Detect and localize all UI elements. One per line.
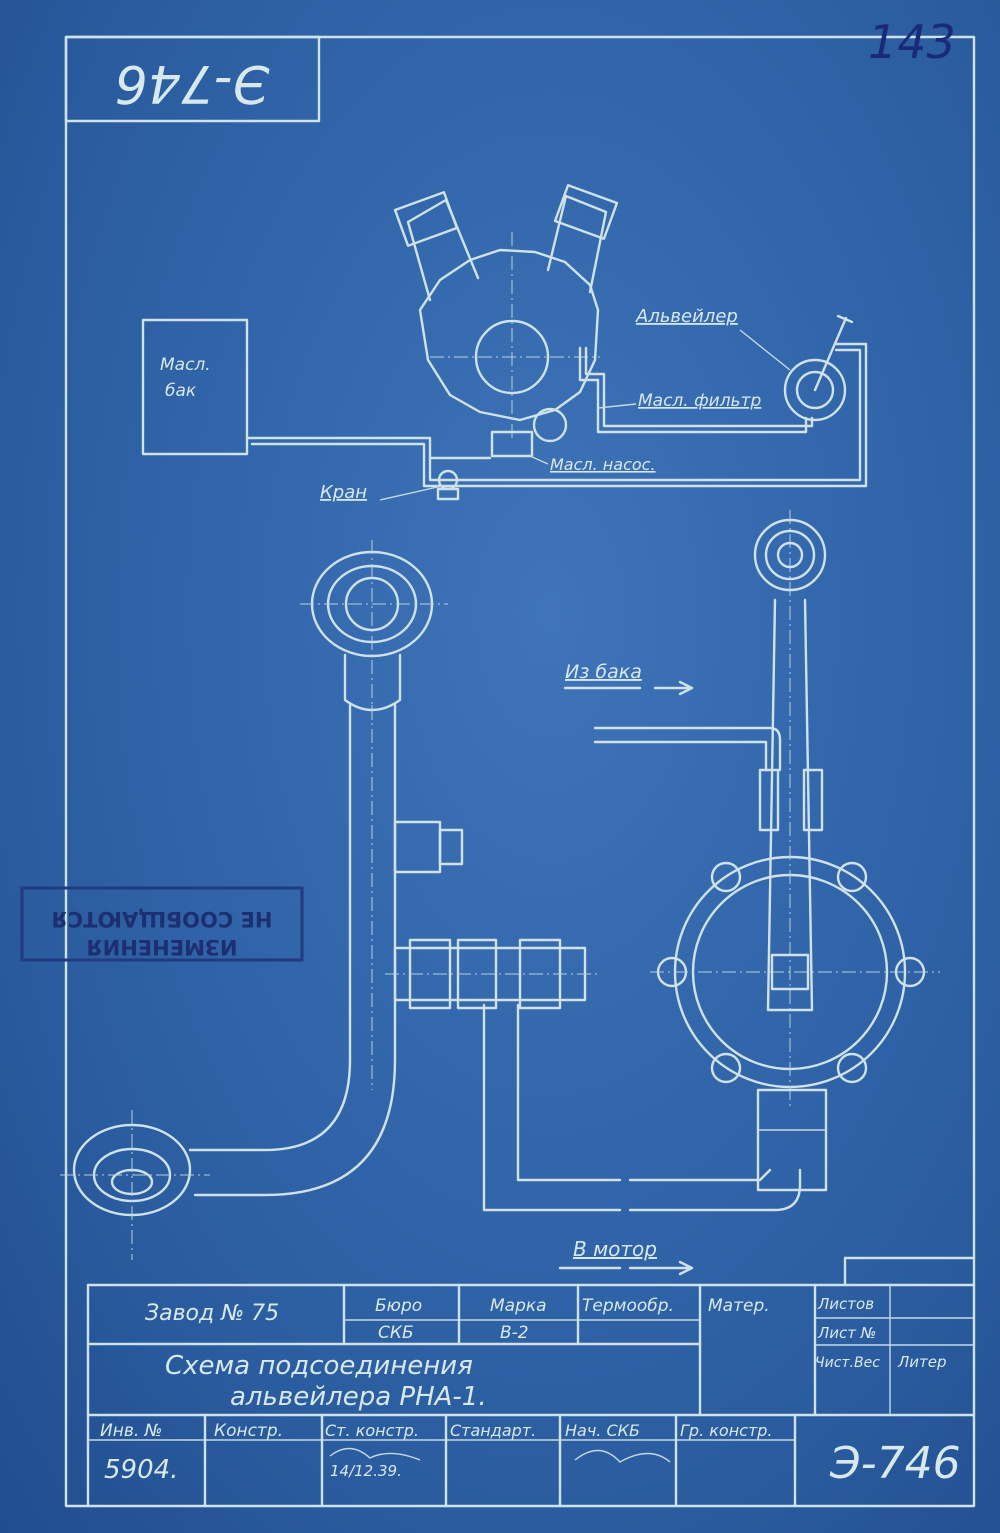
- label-to-motor: В мотор: [573, 1237, 657, 1261]
- mark-header: Марка: [490, 1296, 547, 1316]
- drawing-number-rotated: Э-746: [115, 53, 270, 113]
- bureau-header: Бюро: [375, 1296, 422, 1316]
- changes-stamp: ИЗМЕНЕНИЯ НЕ СООБЩАЮТСЯ: [20, 886, 304, 962]
- factory-label: Завод № 75: [145, 1301, 279, 1326]
- oil-lines: [245, 342, 868, 488]
- inventory-value: 5904.: [104, 1455, 178, 1485]
- long-pipe: [188, 703, 464, 1197]
- page-number: 143: [868, 15, 956, 69]
- designer-header: Констр.: [214, 1421, 283, 1441]
- group-designer-header: Гр. констр.: [680, 1421, 773, 1440]
- inventory-header: Инв. №: [100, 1421, 162, 1441]
- bureau-value: СКБ: [378, 1323, 414, 1343]
- signature-head-bureau: [574, 1449, 671, 1463]
- sheet-no-header: Лист №: [817, 1324, 876, 1342]
- inlet-pipe: [593, 726, 782, 772]
- material-header: Матер.: [708, 1296, 770, 1316]
- senior-designer-header: Ст. констр.: [325, 1421, 419, 1440]
- drawing-frame: [64, 35, 976, 1508]
- wobble-pump-large: [650, 510, 940, 1192]
- head-bureau-header: Нач. СКБ: [565, 1421, 640, 1440]
- title-line-1: Схема подсоединения: [165, 1351, 473, 1381]
- label-oil-filter: Масл. фильтр: [638, 391, 761, 411]
- union-fitting: [385, 938, 622, 1212]
- engine-housing: [393, 184, 619, 458]
- net-weight-header: Чист.Вес: [815, 1355, 880, 1371]
- return-pipe: [628, 1168, 802, 1212]
- upper-banjo-fitting: [300, 540, 448, 720]
- valve: [436, 469, 460, 501]
- senior-designer-date: 14/12.39.: [330, 1462, 402, 1480]
- drawing-number: Э-746: [829, 1438, 961, 1489]
- oil-tank: [141, 318, 249, 456]
- stamp-line-2: НЕ СООБЩАЮТСЯ: [51, 907, 272, 931]
- title-line-2: альвейлера РНА-1.: [230, 1382, 487, 1412]
- label-valve: Кран: [320, 482, 367, 503]
- flow-arrows: [558, 680, 694, 1276]
- label-from-tank: Из бака: [565, 661, 642, 683]
- heat-treatment-header: Термообр.: [582, 1296, 674, 1316]
- sheets-header: Листов: [817, 1295, 874, 1313]
- oil-tank-label-1: Масл.: [160, 355, 211, 375]
- lower-banjo-fitting: [60, 1110, 210, 1260]
- standard-header: Стандарт.: [450, 1421, 536, 1440]
- wobble-pump-small: [783, 314, 854, 422]
- title-block: [86, 1256, 976, 1508]
- label-oil-pump: Масл. насос.: [550, 455, 656, 474]
- label-wobble-pump: Альвейлер: [635, 306, 738, 327]
- stamp-box: [64, 35, 321, 123]
- oil-tank-label-2: бак: [165, 381, 197, 401]
- signature-senior-designer: [329, 1447, 421, 1461]
- mark-value: В-2: [500, 1323, 529, 1343]
- stamp-line-1: ИЗМЕНЕНИЯ: [87, 935, 238, 959]
- letter-header: Литер: [897, 1353, 947, 1371]
